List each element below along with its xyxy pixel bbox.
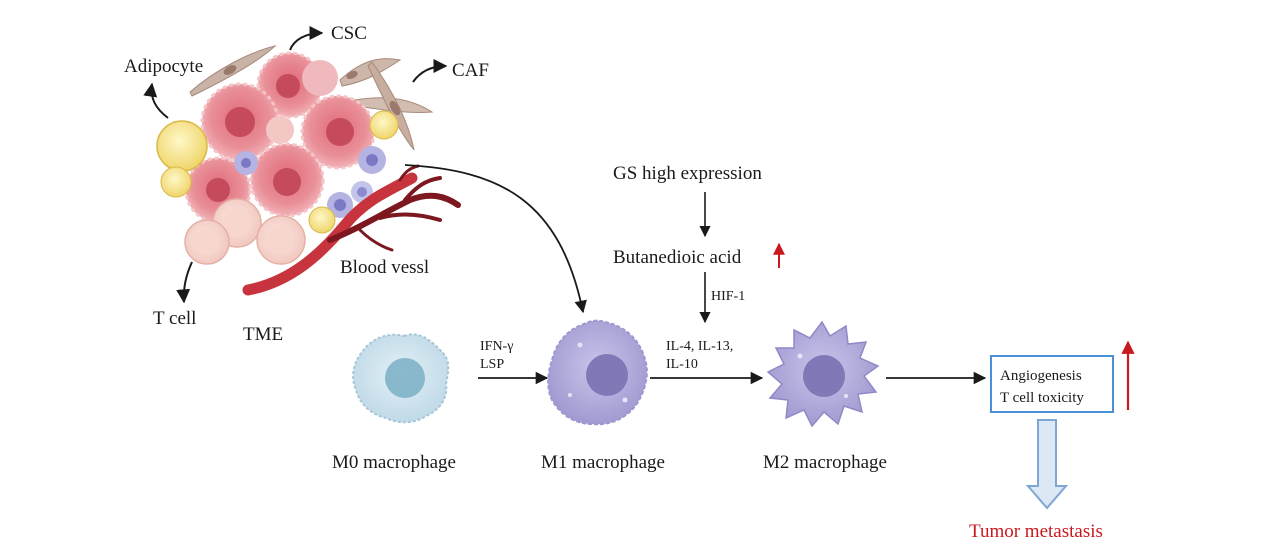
hollow-down-arrow-icon	[1025, 419, 1069, 510]
m1-macrophage-cell	[547, 319, 648, 426]
stimulus-ifn-gamma: IFN-γ	[480, 339, 514, 354]
caf-arrow	[412, 59, 448, 83]
caf-cells	[189, 45, 434, 151]
tumor-cells	[184, 51, 376, 224]
t-cells	[184, 198, 306, 265]
outcome-t-cell-toxicity: T cell toxicity	[1000, 390, 1084, 406]
tme-arrows	[143, 26, 448, 304]
label-tumor-metastasis: Tumor metastasis	[969, 521, 1103, 542]
adipocytes	[156, 110, 399, 234]
stimulus-lsp: LSP	[480, 357, 505, 372]
label-adipocyte: Adipocyte	[124, 56, 204, 77]
label-t-cell: T cell	[153, 308, 197, 329]
immune-cells	[234, 146, 386, 218]
label-m2-macrophage: M2 macrophage	[763, 452, 887, 473]
label-m0-m1-stimuli: IFN-γ LSP	[480, 338, 513, 374]
label-hif1: HIF-1	[711, 289, 746, 304]
m2-macrophage-cell	[766, 320, 880, 428]
label-caf: CAF	[452, 60, 489, 81]
outcome-angiogenesis: Angiogenesis	[1000, 368, 1082, 384]
label-m1-m2-stimuli: IL-4, IL-13, IL-10	[666, 338, 733, 374]
adipocyte-arrow	[143, 82, 169, 119]
label-tme: TME	[243, 324, 284, 345]
label-csc: CSC	[331, 23, 367, 44]
label-gs-high-expression: GS high expression	[613, 163, 762, 184]
label-m1-macrophage: M1 macrophage	[541, 452, 665, 473]
tme-to-m1-arrow	[404, 164, 587, 314]
csc-arrow	[289, 26, 324, 51]
label-butanedioic-acid: Butanedioic acid	[613, 247, 742, 268]
m0-macrophage-cell	[352, 333, 450, 424]
t-cell-arrow	[176, 261, 193, 304]
tme-cluster	[156, 45, 461, 296]
stimulus-il10: IL-10	[666, 357, 698, 372]
label-m0-macrophage: M0 macrophage	[332, 452, 456, 473]
stimulus-il4-il13: IL-4, IL-13,	[666, 339, 734, 354]
outcome-box: Angiogenesis T cell toxicity	[990, 355, 1114, 413]
label-blood-vessel: Blood vessl	[340, 257, 430, 278]
